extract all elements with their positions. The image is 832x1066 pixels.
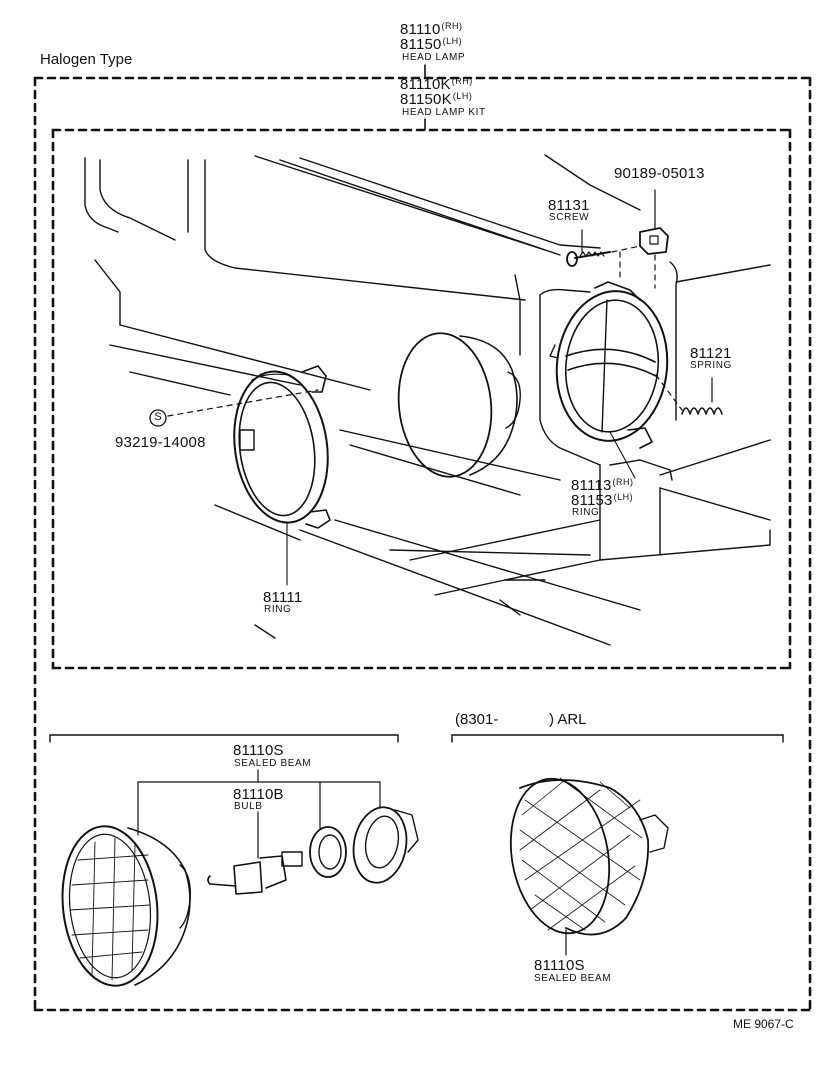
halogen-sealed-beam-lamp: [61, 825, 191, 987]
sealed-beam-group-bracket: [137, 769, 381, 836]
ring2-part-name: RING: [264, 604, 292, 615]
head-lamp-frame: [33, 76, 812, 1012]
ring-rh-label: 81113(RH): [571, 477, 634, 494]
bulb-part-name: BULB: [234, 801, 263, 812]
figure-code: ME 9067-C: [733, 1017, 794, 1031]
head-lamp-lh-label: 81150(LH): [400, 36, 463, 53]
spring-part-name: SPRING: [690, 360, 732, 371]
spring-part-number: 81121: [690, 345, 732, 362]
arl-sealed-beam-part-number: 81110S: [534, 957, 585, 974]
production-range-end: ) ARL: [549, 711, 587, 728]
standard-part-number: 93219-14008: [115, 434, 206, 451]
spring-81121: [681, 377, 723, 415]
head-lamp-rh-label: 81110(RH): [400, 21, 463, 38]
lower-left-bracket: [49, 734, 399, 743]
screw-part-name: SCREW: [549, 212, 590, 223]
rubber-cover: [352, 781, 419, 884]
clip-part-number: 90189-05013: [614, 165, 705, 182]
ring-lh-label: 81153(LH): [571, 492, 634, 509]
screw-81131: [566, 229, 611, 267]
head-lamp-name: HEAD LAMP: [402, 52, 466, 63]
diagram-title: Halogen Type: [40, 51, 133, 68]
sealed-beam-part-name: SEALED BEAM: [234, 758, 312, 769]
upper-leaders: [286, 431, 636, 586]
halogen-bulb: [207, 811, 303, 895]
mounting-ring-81113: [549, 281, 669, 449]
lower-right-bracket: [451, 734, 784, 743]
head-lamp-kit-frame: [51, 128, 792, 670]
sealed-beam-unit: [397, 332, 521, 478]
standard-part-symbol-letter: S: [154, 411, 162, 423]
ring-part-name: RING: [572, 507, 600, 518]
vehicle-body: [84, 154, 771, 646]
bulb-part-number: 81110B: [233, 786, 284, 803]
bulb-retaining-ring: [309, 781, 347, 878]
screw-part-number: 81131: [548, 197, 590, 214]
head-lamp-kit-rh-label: 81110K(RH): [400, 76, 473, 93]
head-lamp-kit-lh-label: 81150K(LH): [400, 91, 473, 108]
arl-sealed-beam-lamp: [509, 777, 669, 956]
arl-sealed-beam-part-name: SEALED BEAM: [534, 973, 612, 984]
clip-90189: [639, 189, 669, 255]
retaining-ring-81111: [233, 365, 331, 529]
standard-part-symbol: [149, 409, 167, 427]
head-lamp-kit-name: HEAD LAMP KIT: [402, 107, 486, 118]
production-range-start: (8301-: [455, 711, 499, 728]
ring2-part-number: 81111: [263, 589, 303, 606]
sealed-beam-part-number: 81110S: [233, 742, 284, 759]
alignment-lines: [167, 245, 683, 417]
